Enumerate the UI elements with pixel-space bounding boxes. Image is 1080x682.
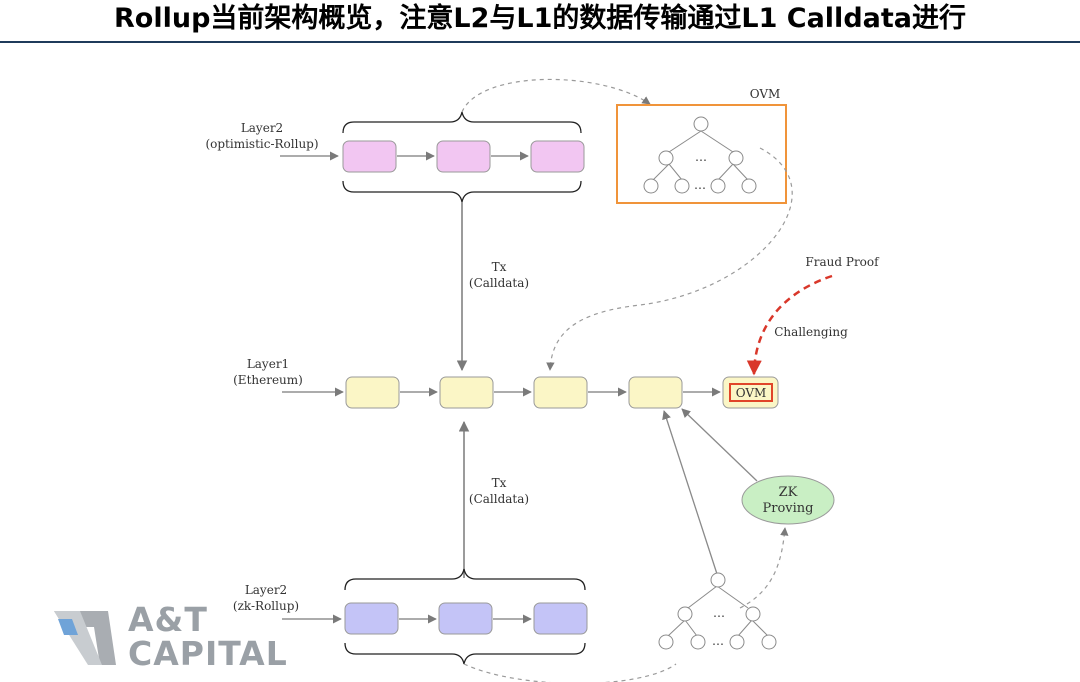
layer2-zk-sublabel: (zk-Rollup) bbox=[233, 599, 299, 613]
zk-top-brace bbox=[344, 568, 586, 591]
zk-merkle-tree: … … bbox=[658, 572, 777, 650]
ovm-box: OVM … … bbox=[616, 87, 787, 204]
ovm-box-border bbox=[616, 104, 787, 204]
zk-proving-label-line1: ZK bbox=[779, 485, 798, 500]
zk-to-tree-dashed-arrow bbox=[463, 663, 677, 682]
title-divider bbox=[0, 41, 1080, 43]
layer1-sublabel: (Ethereum) bbox=[233, 373, 303, 387]
ovm-block-border bbox=[729, 383, 773, 402]
logo-mark-icon bbox=[54, 611, 116, 665]
optimistic-rollup-layer: Layer2 (optimistic-Rollup) bbox=[205, 111, 585, 203]
layer1-block bbox=[628, 376, 683, 409]
layer1-label: Layer1 bbox=[247, 357, 289, 371]
optimistic-block bbox=[530, 140, 585, 173]
challenging-label: Challenging bbox=[774, 325, 848, 339]
zk-proving-label-line2: Proving bbox=[763, 501, 814, 516]
ovm-box-label: OVM bbox=[750, 87, 781, 101]
ovm-tree-ellipsis: … bbox=[694, 178, 706, 192]
zk-tree-ellipsis: … bbox=[712, 634, 724, 648]
ovm-merkle-tree bbox=[652, 130, 749, 181]
tx-bottom-label: Tx bbox=[492, 476, 507, 490]
optimistic-block bbox=[436, 140, 491, 173]
optimistic-top-brace bbox=[342, 111, 582, 134]
layer2-optimistic-label: Layer2 bbox=[241, 121, 283, 135]
tx-top-sublabel: (Calldata) bbox=[469, 276, 529, 290]
fraud-proof-arrow bbox=[746, 274, 833, 376]
ovm-tree-nodes bbox=[643, 116, 757, 194]
zk-tree-ellipsis: … bbox=[713, 606, 725, 620]
ovm-tree-ellipsis: … bbox=[695, 150, 707, 164]
zk-proving-to-layer1-arrow bbox=[681, 408, 758, 482]
layer1-chain: Layer1 (Ethereum) OVM bbox=[233, 357, 779, 409]
layer1-block bbox=[439, 376, 494, 409]
logo-line2: CAPITAL bbox=[128, 634, 288, 673]
zk-bottom-brace bbox=[344, 642, 586, 665]
layer2-optimistic-sublabel: (optimistic-Rollup) bbox=[205, 137, 318, 151]
tx-top-label: Tx bbox=[492, 260, 507, 274]
zk-rollup-layer: Layer2 (zk-Rollup) bbox=[233, 568, 588, 665]
to-ovm-dashed-arrow bbox=[461, 78, 651, 113]
zk-block bbox=[344, 602, 399, 635]
layer2-zk-label: Layer2 bbox=[245, 583, 287, 597]
ovm-to-layer1-dashed-arrow bbox=[546, 147, 793, 371]
zk-block bbox=[438, 602, 493, 635]
optimistic-bottom-brace bbox=[342, 180, 582, 203]
zk-tree-to-layer1-arrow bbox=[662, 410, 718, 575]
zk-block bbox=[533, 602, 588, 635]
logo-line1: A&T bbox=[128, 600, 208, 639]
optimistic-block bbox=[342, 140, 397, 173]
fraud-proof-label: Fraud Proof bbox=[805, 255, 880, 269]
layer1-block bbox=[533, 376, 588, 409]
logo-text: A&T CAPITAL bbox=[128, 603, 288, 671]
layer1-block bbox=[345, 376, 400, 409]
zk-proving-ellipse bbox=[741, 475, 835, 525]
ovm-block-label: OVM bbox=[736, 386, 767, 400]
company-logo: A&T CAPITAL bbox=[50, 603, 320, 673]
tx-bottom-sublabel: (Calldata) bbox=[469, 492, 529, 506]
zk-tree-to-proving-dashed-arrow bbox=[739, 527, 789, 609]
page-title: Rollup当前架构概览，注意L2与L1的数据传输通过L1 Calldata进行 bbox=[114, 3, 966, 34]
